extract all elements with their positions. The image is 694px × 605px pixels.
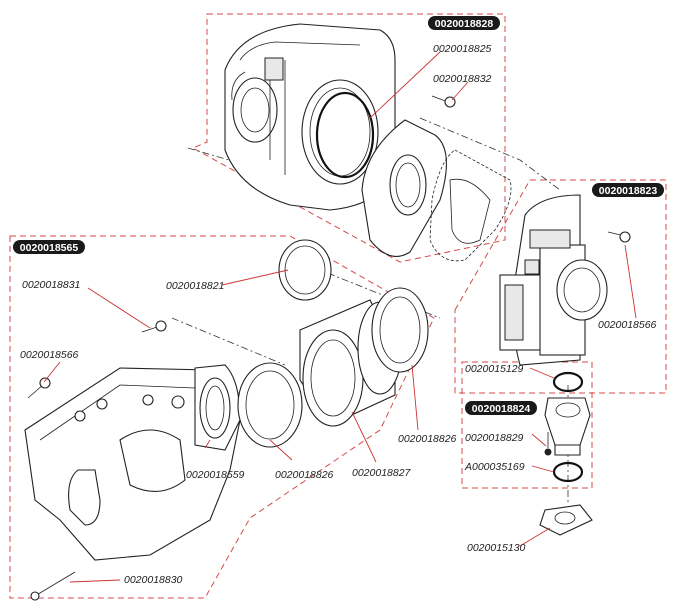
part-label-0020018829: 0020018829 xyxy=(465,432,524,444)
screw-0020018832 xyxy=(431,95,456,108)
gas-valve xyxy=(499,194,608,366)
badge-0020018823: 0020018823 xyxy=(592,183,664,197)
screw-0020018566-left xyxy=(27,377,51,399)
badge-label: 0020018824 xyxy=(472,403,531,415)
screw-0020018831 xyxy=(141,320,167,333)
part-label-A000035169: A000035169 xyxy=(464,461,525,473)
badge-0020018565: 0020018565 xyxy=(13,240,85,254)
part-label-0020018831: 0020018831 xyxy=(22,279,80,291)
part-label-0020018825: 0020018825 xyxy=(433,43,492,55)
flange-ring-0020018826-left xyxy=(237,362,303,448)
part-label-0020018821: 0020018821 xyxy=(166,280,224,292)
screw-0020018829 xyxy=(544,432,552,456)
group-frame-0020018823 xyxy=(454,179,667,394)
part-label-0020018559: 0020018559 xyxy=(186,469,245,481)
part-label-0020018826-left: 0020018826 xyxy=(275,469,334,481)
o-ring-0020015129 xyxy=(552,371,584,393)
group-frame-0020018828 xyxy=(191,13,506,263)
badge-label: 0020018565 xyxy=(20,242,79,254)
badge-0020018828: 0020018828 xyxy=(428,16,500,30)
leader-lines xyxy=(43,51,637,583)
part-label-0020015129: 0020015129 xyxy=(465,363,524,375)
badge-label: 0020018828 xyxy=(435,18,494,30)
gas-connector xyxy=(544,397,591,456)
screw-0020018566-right xyxy=(607,231,631,243)
screw-0020018830 xyxy=(30,571,76,601)
part-label-0020018832: 0020018832 xyxy=(433,73,492,85)
air-duct-housing xyxy=(24,367,241,561)
duct-flange-0020018559 xyxy=(194,364,241,451)
part-label-0020018826-right: 0020018826 xyxy=(398,433,457,445)
part-label-0020018830: 0020018830 xyxy=(124,574,183,586)
badge-0020018824: 0020018824 xyxy=(465,401,537,415)
part-label-0020015130: 0020015130 xyxy=(467,542,526,554)
clip-0020015130 xyxy=(539,504,593,536)
mounting-plate xyxy=(361,119,447,257)
fan-housing xyxy=(224,23,396,211)
part-label-0020018566-right: 0020018566 xyxy=(598,319,657,331)
part-label-0020018566-left: 0020018566 xyxy=(20,349,79,361)
flange-ring-0020018826-right xyxy=(371,287,429,373)
part-label-0020018827: 0020018827 xyxy=(352,467,412,479)
gasket-plate xyxy=(429,149,512,262)
badge-label: 0020018823 xyxy=(599,185,658,197)
gasket-0020018821 xyxy=(278,239,332,301)
group-frame-0020018565 xyxy=(9,235,435,599)
